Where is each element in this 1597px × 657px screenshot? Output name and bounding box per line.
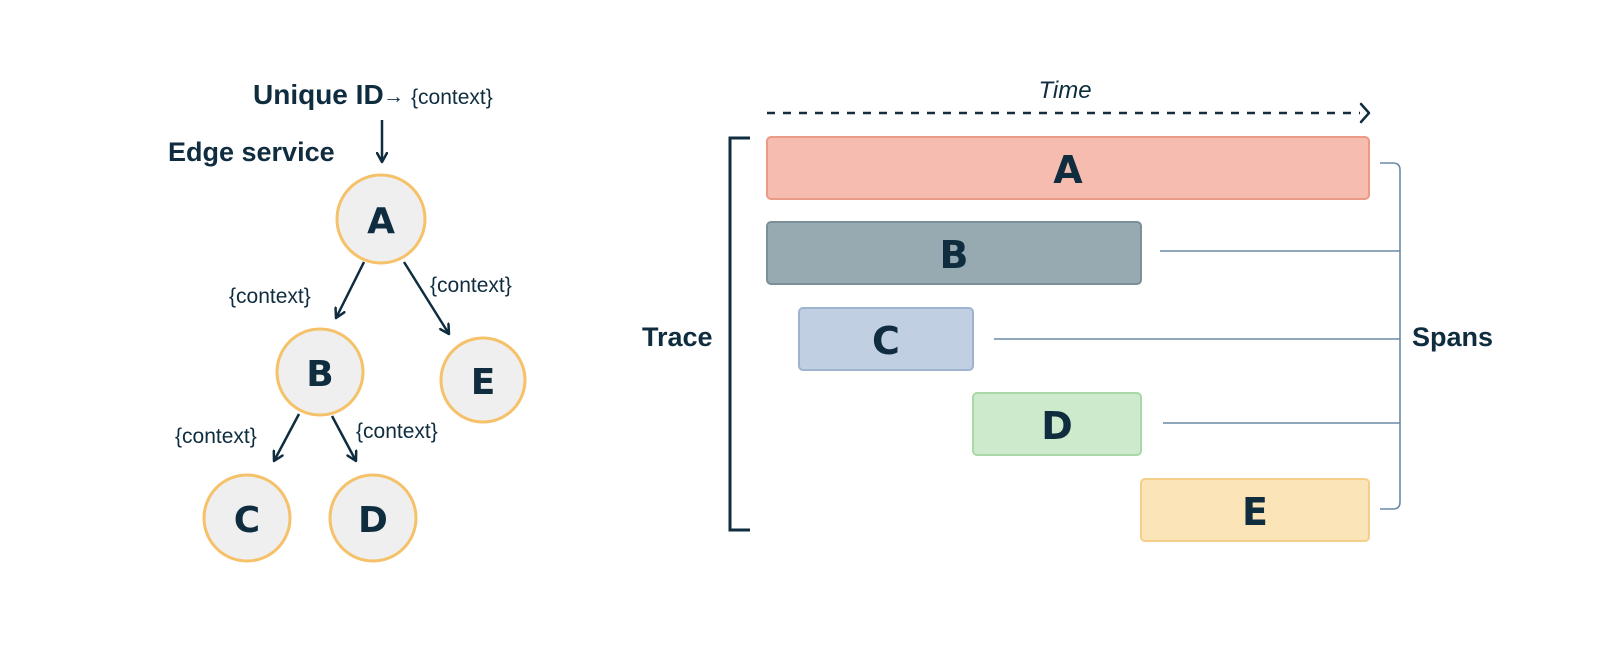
span-e-label: E [1242, 490, 1268, 534]
span-d-label: D [1041, 404, 1073, 448]
edge-label-a-e: {context} [430, 274, 512, 297]
span-a: A [766, 136, 1370, 200]
edge-service-label: Edge service [168, 137, 335, 167]
span-c: C [798, 307, 974, 371]
trace-timeline: Time Trace Spans A B C D E [642, 77, 1493, 542]
root-context-label: {context} [411, 86, 493, 109]
node-c: C [202, 473, 292, 563]
edge-a-e [402, 261, 449, 334]
span-a-label: A [1053, 148, 1083, 192]
edge-b-c [274, 413, 301, 461]
node-d: D [328, 473, 418, 563]
time-label: Time [1038, 77, 1091, 104]
edge-label-b-c: {context} [175, 425, 257, 448]
node-b-label: B [306, 354, 333, 395]
node-d-label: D [358, 500, 388, 541]
span-e: E [1140, 478, 1370, 542]
span-d: D [972, 392, 1142, 456]
edge-label-a-b: {context} [229, 285, 311, 308]
time-axis-arrowhead [1359, 102, 1371, 124]
node-e: E [439, 336, 527, 424]
span-b: B [766, 221, 1142, 285]
service-tree: Unique ID → {context} Edge service {cont… [168, 79, 527, 563]
node-a-label: A [367, 201, 395, 242]
span-b-label: B [940, 233, 969, 277]
edge-label-b-d: {context} [356, 420, 438, 443]
trace-label: Trace [642, 322, 713, 352]
node-e-label: E [471, 362, 496, 403]
node-b: B [275, 327, 365, 417]
edge-a-b [336, 261, 366, 318]
unique-id-label: Unique ID [253, 79, 384, 110]
edge-b-d [330, 415, 356, 461]
spans-bracket [1380, 162, 1401, 510]
spans-label: Spans [1412, 322, 1493, 352]
trace-bracket [728, 136, 750, 532]
node-a: A [335, 173, 427, 265]
arrow-glyph: → [383, 85, 404, 108]
node-c-label: C [234, 500, 260, 541]
span-c-label: C [872, 319, 900, 363]
